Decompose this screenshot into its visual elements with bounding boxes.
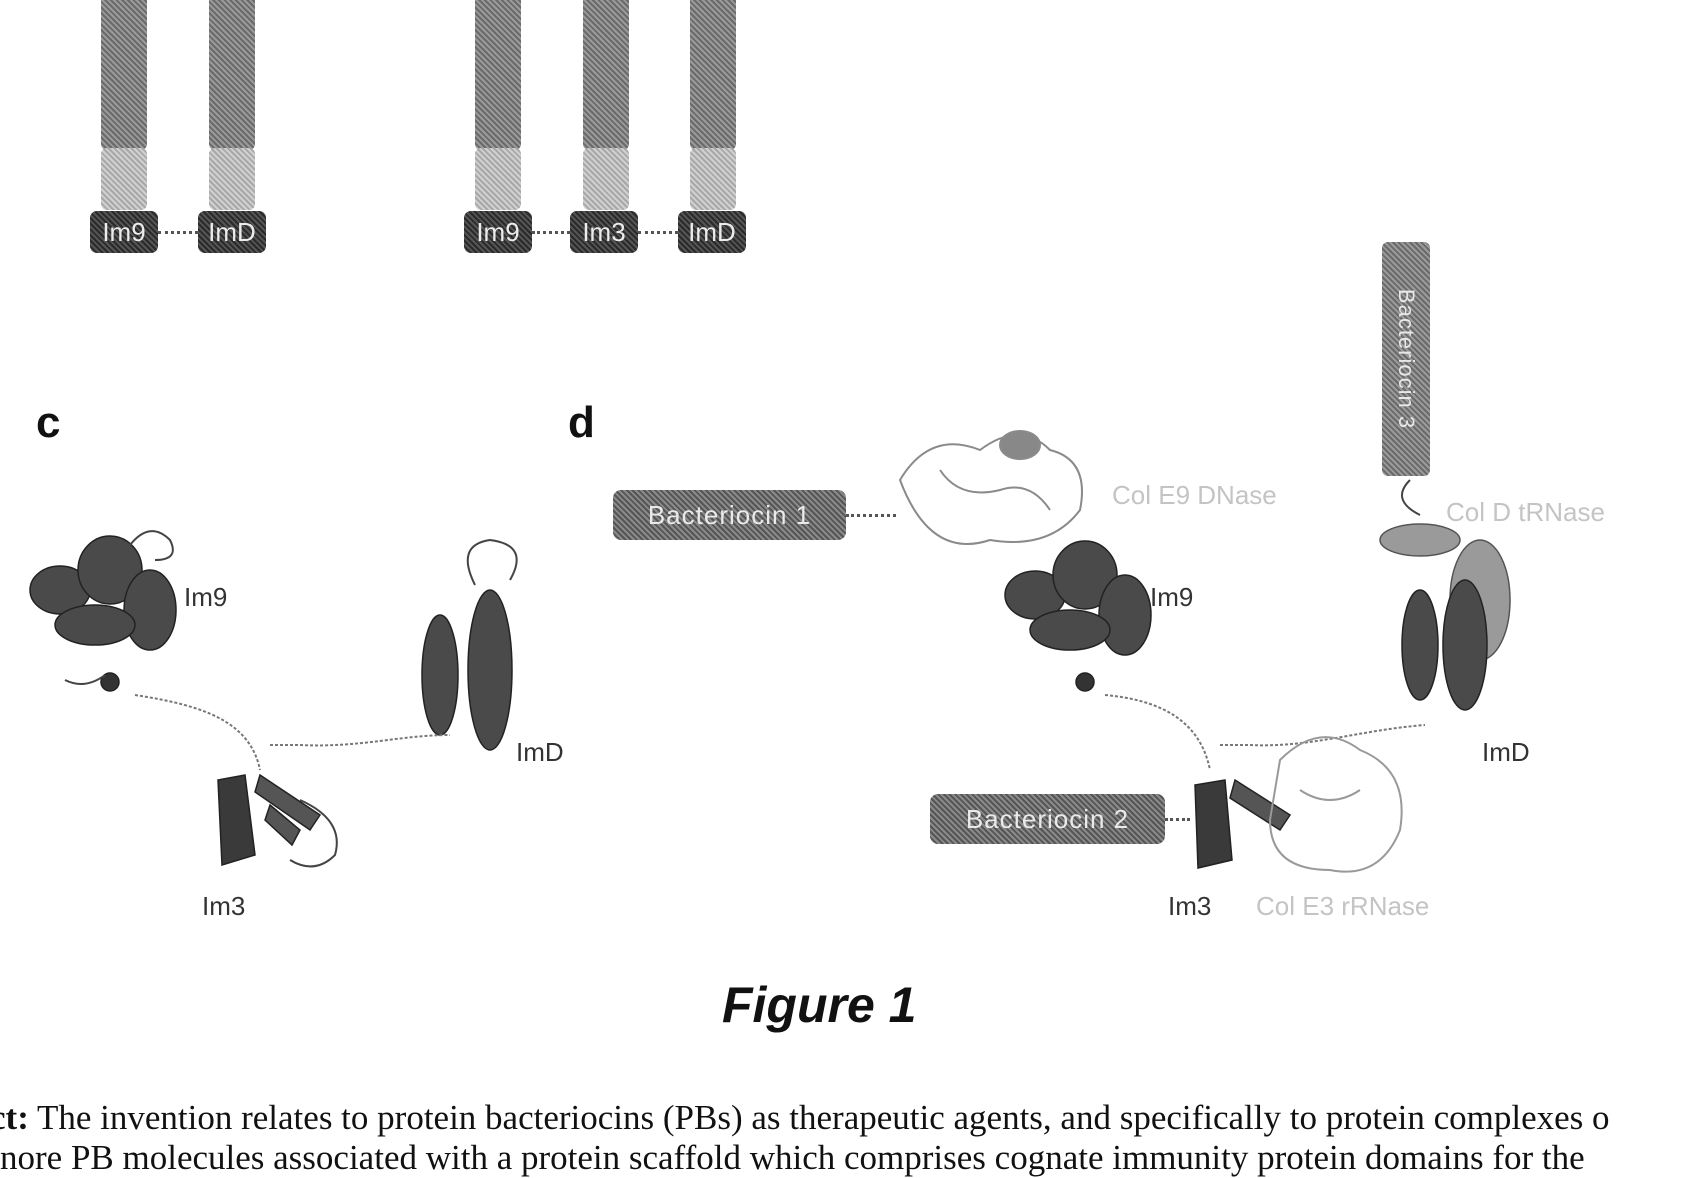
panel-c-im9-structure bbox=[29, 535, 177, 692]
panel-a-bacteriocin-bar-2 bbox=[209, 0, 255, 150]
panel-d-im3-structure bbox=[1194, 778, 1292, 869]
panel-d-imd-structure bbox=[1401, 579, 1488, 711]
panel-a-linker-1 bbox=[101, 148, 147, 210]
panel-b-imd-box: ImD bbox=[678, 211, 746, 253]
panel-c-label-im9: Im9 bbox=[184, 582, 228, 612]
panel-a-linker-2 bbox=[209, 148, 255, 210]
label-col-e3-rrnase: Col E3 rRNase bbox=[1256, 891, 1430, 921]
panel-c-letter: c bbox=[36, 398, 61, 447]
panel-a-linker-dots bbox=[158, 231, 198, 234]
panel-a-bacteriocin-bar-1 bbox=[101, 0, 147, 150]
abstract-line-1-text: The invention relates to protein bacteri… bbox=[36, 1098, 1610, 1137]
abstract-text: ct: The invention relates to protein bac… bbox=[0, 1098, 1694, 1178]
col-e3-rrnase-structure bbox=[1268, 736, 1403, 873]
panel-c-label-im3: Im3 bbox=[202, 891, 246, 921]
panel-b-linker-1 bbox=[475, 148, 521, 210]
bacteriocin-1-linker bbox=[846, 514, 896, 517]
figure-caption: Figure 1 bbox=[722, 977, 917, 1033]
bacteriocin-2-linker bbox=[1165, 818, 1190, 821]
panel-b-linker-dots-2 bbox=[638, 231, 678, 234]
bacteriocin-2-bar: Bacteriocin 2 bbox=[930, 794, 1165, 844]
panel-d-structure bbox=[898, 430, 1511, 873]
panel-b-im3-box: Im3 bbox=[570, 211, 638, 253]
abstract-line-1: ct: The invention relates to protein bac… bbox=[0, 1098, 1694, 1138]
bacteriocin-3-bar: Bacteriocin 3 bbox=[1382, 242, 1430, 476]
panel-c-imd-structure bbox=[421, 589, 513, 751]
panel-d-letter: d bbox=[568, 398, 595, 447]
panel-b-linker-2 bbox=[583, 148, 629, 210]
panel-b-im9-box: Im9 bbox=[464, 211, 532, 253]
col-e9-dnase-structure bbox=[898, 430, 1083, 545]
panel-a-imd-box: ImD bbox=[198, 211, 266, 253]
panel-d-label-im3: Im3 bbox=[1168, 891, 1212, 921]
panel-a-im9-box: Im9 bbox=[90, 211, 158, 253]
panel-c-im3-structure bbox=[217, 773, 338, 868]
panel-c-structure bbox=[29, 530, 518, 868]
label-col-d-trnase: Col D tRNase bbox=[1446, 497, 1605, 527]
panel-b-linker-dots-1 bbox=[532, 231, 570, 234]
panel-d-label-imd: ImD bbox=[1482, 737, 1530, 767]
panel-b-bacteriocin-bar-3 bbox=[690, 0, 736, 150]
label-col-e9-dnase: Col E9 DNase bbox=[1112, 480, 1277, 510]
panel-d-label-im9: Im9 bbox=[1150, 582, 1194, 612]
panel-c-label-imd: ImD bbox=[516, 737, 564, 767]
bacteriocin-1-bar: Bacteriocin 1 bbox=[613, 490, 846, 540]
panel-b-linker-3 bbox=[690, 148, 736, 210]
abstract-line-2: nore PB molecules associated with a prot… bbox=[0, 1138, 1585, 1177]
panel-d-im9-structure bbox=[1004, 540, 1152, 692]
abstract-label: ct: bbox=[0, 1098, 29, 1137]
panel-b-bacteriocin-bar-1 bbox=[475, 0, 521, 150]
bacteriocin-3-label: Bacteriocin 3 bbox=[1394, 288, 1419, 430]
panel-b-bacteriocin-bar-2 bbox=[583, 0, 629, 150]
